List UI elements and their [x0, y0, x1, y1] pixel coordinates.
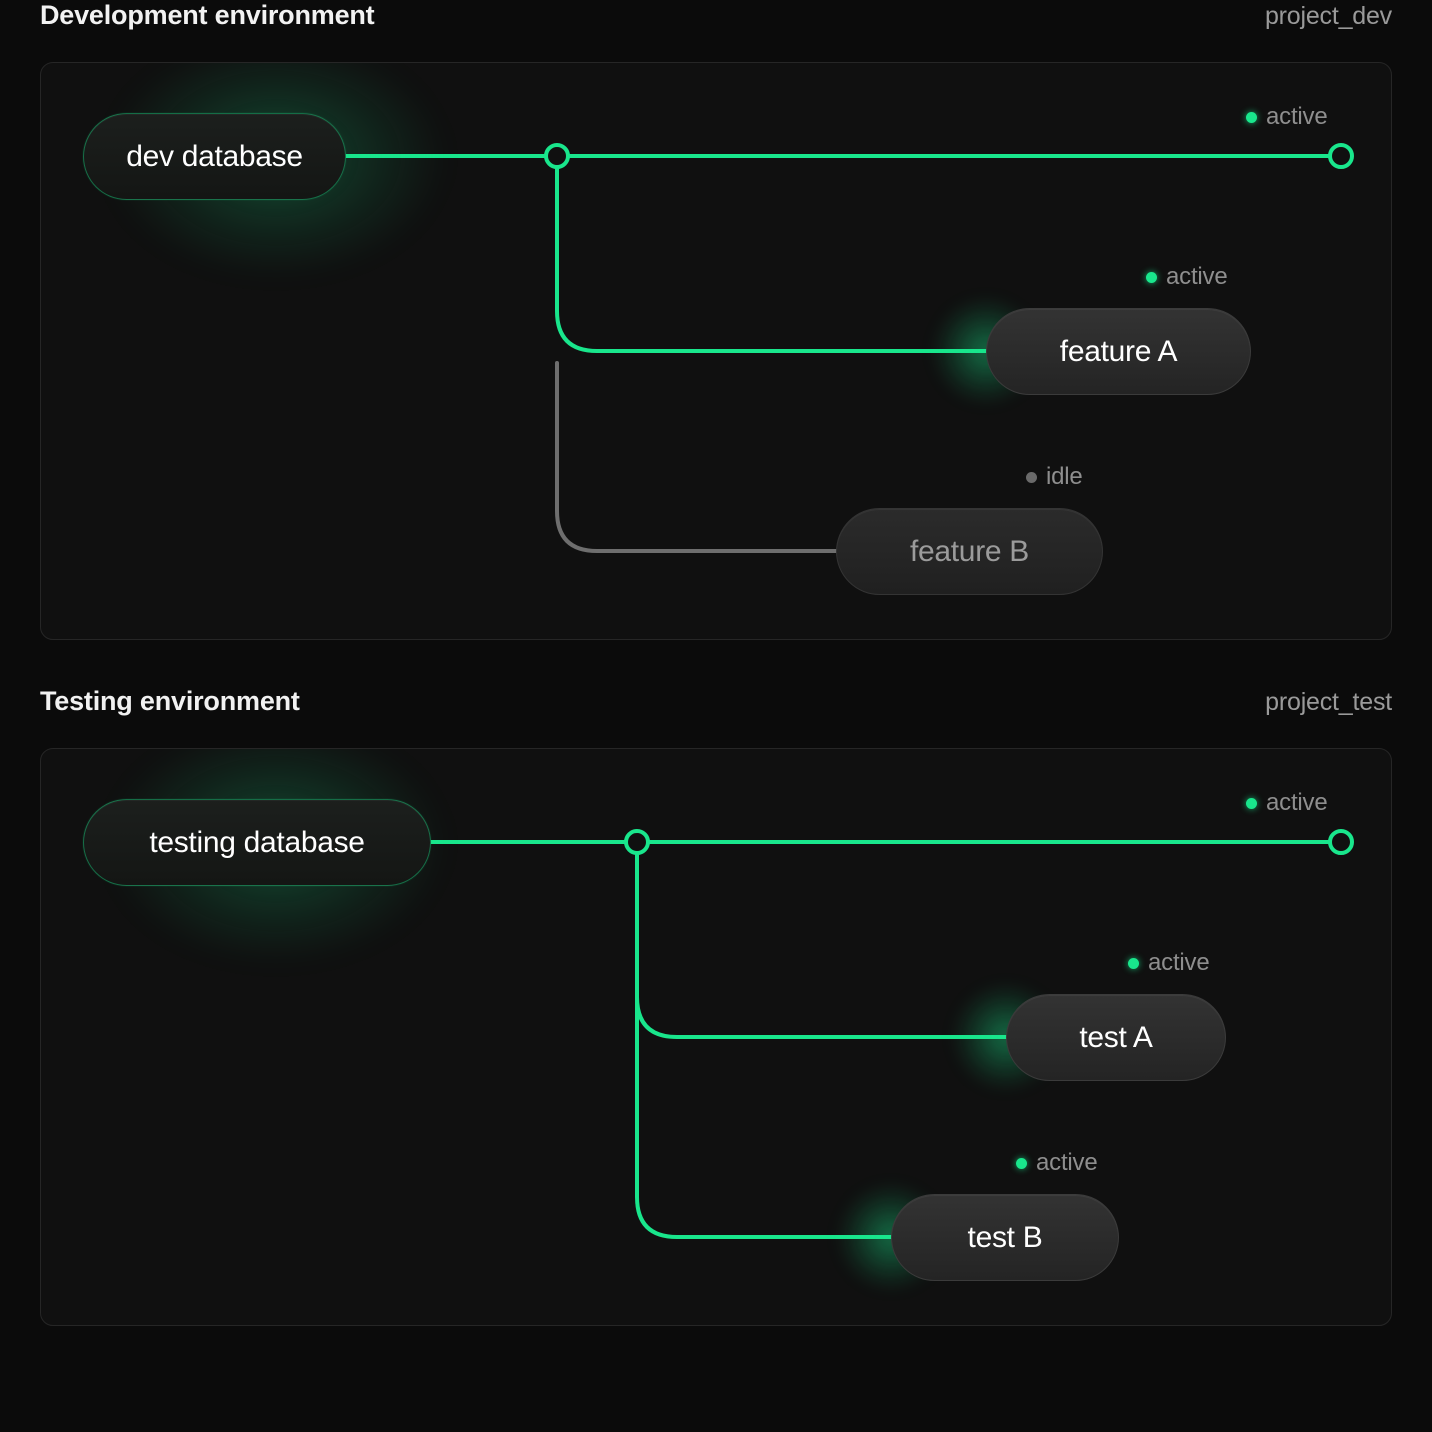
section-header-testing: Testing environment project_test: [40, 686, 1392, 748]
node-test-a[interactable]: test A: [1006, 994, 1226, 1081]
terminal-node-testing[interactable]: [1328, 829, 1354, 855]
environment-card-development: active active idle dev database feature …: [40, 62, 1392, 640]
edge-to-test-b: [635, 1047, 898, 1239]
section-header-development: Development environment project_dev: [40, 0, 1392, 62]
edge-to-feature-b: [555, 361, 843, 553]
node-label: test B: [967, 1220, 1043, 1254]
status-badge-feature-b: idle: [1026, 463, 1083, 491]
status-label: active: [1148, 949, 1210, 976]
project-label-testing: project_test: [1265, 688, 1392, 716]
connector-canvas-testing: [41, 749, 1391, 1325]
node-label: feature A: [1059, 334, 1178, 368]
status-label: active: [1266, 789, 1328, 816]
status-label: active: [1166, 263, 1228, 290]
status-dot-icon: [1246, 797, 1257, 809]
project-label-development: project_dev: [1264, 2, 1392, 30]
environment-card-testing: active active active testing database te…: [40, 748, 1392, 1326]
connector-graph-development: [344, 143, 1354, 553]
status-label: active: [1036, 1149, 1098, 1176]
status-label: active: [1266, 103, 1328, 130]
node-label: testing database: [149, 825, 365, 859]
status-dot-icon: [1016, 1157, 1027, 1169]
node-test-b[interactable]: test B: [891, 1194, 1119, 1281]
junction-node-testing[interactable]: [624, 829, 650, 855]
node-feature-b[interactable]: feature B: [836, 508, 1103, 595]
node-label: test A: [1079, 1020, 1153, 1054]
status-badge-test-a: active: [1128, 949, 1210, 977]
node-label: dev database: [126, 139, 303, 173]
status-badge-feature-a: active: [1146, 263, 1228, 291]
junction-node-development[interactable]: [544, 143, 570, 169]
status-dot-icon: [1146, 271, 1157, 283]
section-spacer: [40, 640, 1392, 686]
edge-to-test-a: [635, 840, 1013, 1039]
connector-graph-testing: [429, 829, 1354, 1239]
terminal-node-development[interactable]: [1328, 143, 1354, 169]
page-title-development: Development environment: [40, 0, 375, 30]
status-dot-icon: [1128, 957, 1139, 969]
node-testing-database[interactable]: testing database: [83, 799, 431, 886]
status-label: idle: [1046, 463, 1083, 490]
node-feature-a[interactable]: feature A: [986, 308, 1251, 395]
status-badge-main-development: active: [1246, 103, 1328, 131]
status-badge-test-b: active: [1016, 1149, 1098, 1177]
edge-to-feature-a: [555, 154, 993, 353]
connector-canvas-development: [41, 63, 1391, 639]
section-development: Development environment project_dev: [40, 0, 1392, 640]
page-title-testing: Testing environment: [40, 686, 300, 716]
status-badge-main-testing: active: [1246, 789, 1328, 817]
status-dot-icon: [1246, 111, 1257, 123]
section-testing: Testing environment project_test: [40, 686, 1392, 1326]
node-label: feature B: [909, 534, 1030, 568]
status-dot-icon: [1026, 471, 1037, 483]
node-dev-database[interactable]: dev database: [83, 113, 346, 200]
